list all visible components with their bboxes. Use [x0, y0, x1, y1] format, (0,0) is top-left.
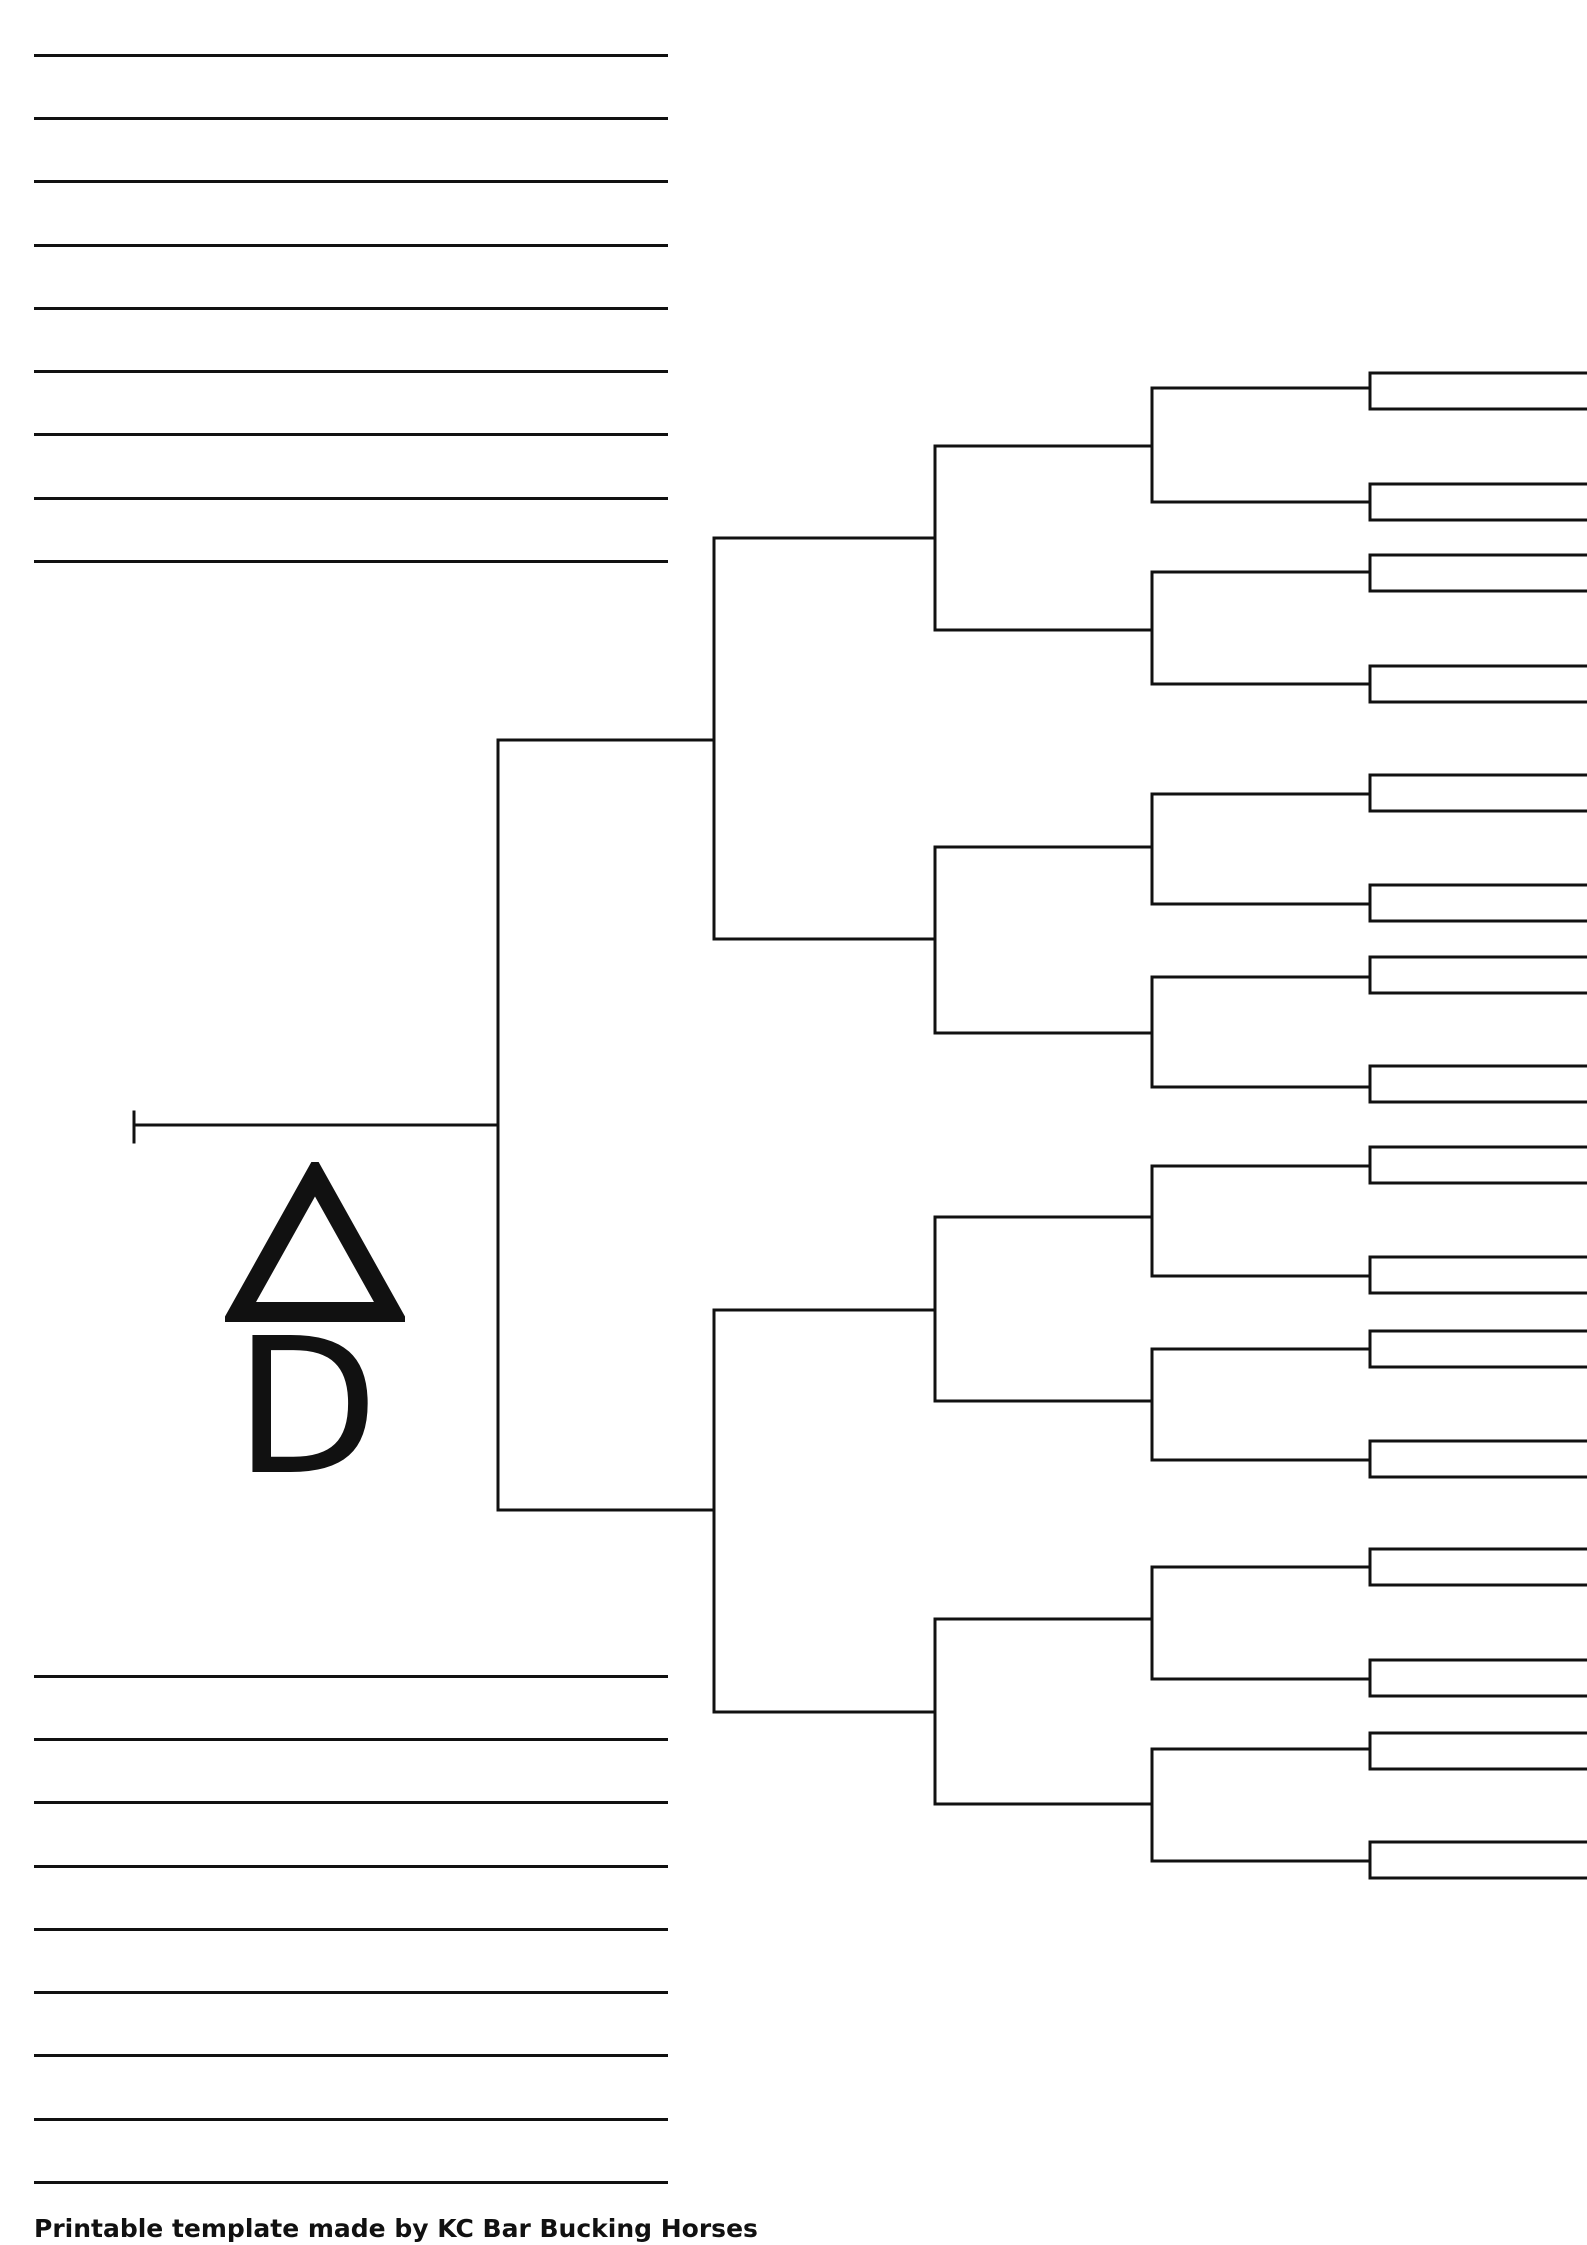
bracket-gen5-box[interactable] [1368, 1439, 1587, 1479]
bracket-root-line[interactable] [132, 1110, 500, 1144]
bracket-gen5-box[interactable] [1368, 1547, 1587, 1587]
bracket-gen5-box[interactable] [1368, 1064, 1587, 1104]
bracket-gen5-box[interactable] [1368, 1731, 1587, 1771]
bracket-gen5-box[interactable] [1368, 1840, 1587, 1880]
bracket-gen5-box[interactable] [1368, 371, 1587, 411]
bracket-gen5-box[interactable] [1368, 773, 1587, 813]
bracket-gen5-box[interactable] [1368, 955, 1587, 995]
bracket-gen5-box[interactable] [1368, 1145, 1587, 1185]
bracket-gen5-box[interactable] [1368, 1658, 1587, 1698]
bracket-gen5-box[interactable] [1368, 664, 1587, 704]
bracket-gen5-box[interactable] [1368, 883, 1587, 923]
footer-credit: Printable template made by KC Bar Buckin… [34, 2214, 758, 2243]
brand-letter: D [234, 1298, 379, 1517]
bracket-gen5-box[interactable] [1368, 1329, 1587, 1369]
bracket-gen5-box[interactable] [1368, 553, 1587, 593]
bracket-gen5-box[interactable] [1368, 1255, 1587, 1295]
bracket-gen5-box[interactable] [1368, 482, 1587, 522]
delta-icon [225, 1162, 405, 1322]
